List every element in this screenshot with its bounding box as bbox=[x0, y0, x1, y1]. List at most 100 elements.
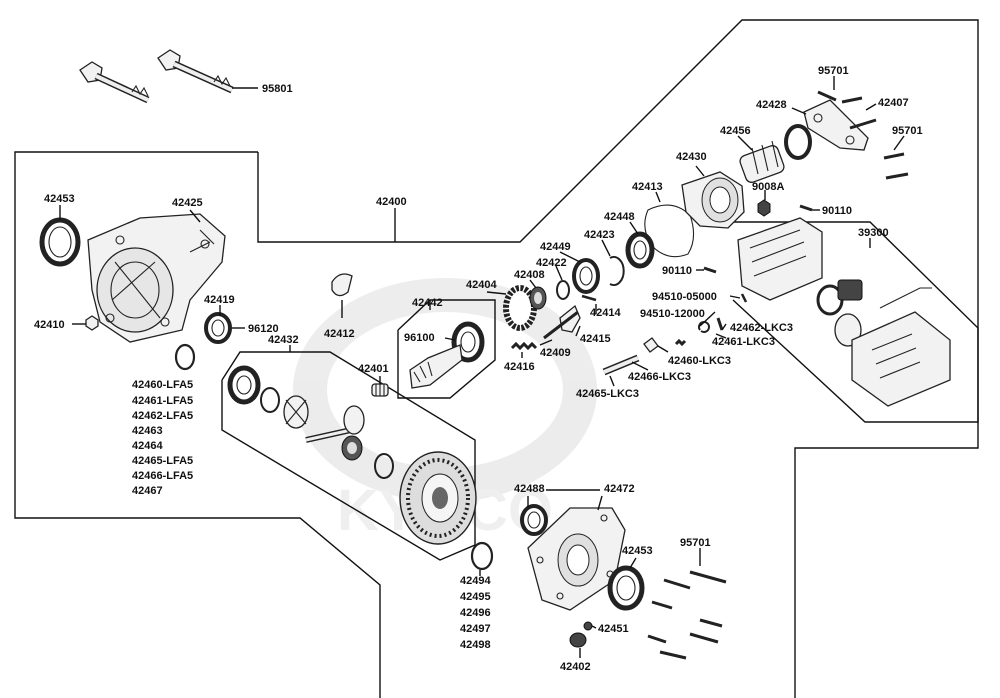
plug-42451 bbox=[583, 621, 593, 631]
label-42448: 42448 bbox=[604, 211, 635, 223]
bolt-90110-mid bbox=[703, 266, 717, 274]
label-96120: 96120 bbox=[248, 323, 279, 335]
list-item: 42467 bbox=[132, 485, 163, 497]
label-42430: 42430 bbox=[676, 151, 707, 163]
bolt-90110-top bbox=[799, 204, 813, 212]
assembly-outline bbox=[14, 151, 381, 698]
label-94510-05000: 94510-05000 bbox=[652, 291, 717, 303]
seal-42448 bbox=[625, 231, 655, 269]
differential-group-42432 bbox=[227, 365, 477, 545]
label-42472: 42472 bbox=[604, 483, 635, 495]
bolt-95801-b bbox=[157, 49, 234, 94]
list-item: 42466-LFA5 bbox=[132, 470, 193, 482]
seal-42419 bbox=[204, 312, 232, 344]
label-95701-top: 95701 bbox=[818, 65, 849, 77]
label-95701-bottom: 95701 bbox=[680, 537, 711, 549]
label-42442: 42442 bbox=[412, 297, 443, 309]
list-item: 42465-LFA5 bbox=[132, 455, 193, 467]
label-95801: 95801 bbox=[262, 83, 293, 95]
housing-42430 bbox=[681, 171, 745, 229]
label-42456: 42456 bbox=[720, 125, 751, 137]
seal-42488 bbox=[520, 504, 548, 536]
label-42449: 42449 bbox=[540, 241, 571, 253]
fork-42415 bbox=[543, 304, 581, 340]
label-42465-lkc3: 42465-LKC3 bbox=[576, 388, 639, 400]
cap-42460 bbox=[643, 337, 659, 353]
bolt-9008A bbox=[757, 199, 771, 217]
gasket-42413 bbox=[644, 204, 695, 258]
label-96100: 96100 bbox=[404, 332, 435, 344]
seal-42453-left bbox=[39, 217, 81, 267]
left-part-number-list: 42460-LFA5 42461-LFA5 42462-LFA5 42463 4… bbox=[132, 379, 193, 497]
label-42494: 42494 bbox=[460, 575, 491, 587]
bearing-42404 bbox=[503, 285, 537, 331]
list-item: 42464 bbox=[132, 440, 163, 452]
label-90110-top: 90110 bbox=[822, 205, 852, 217]
label-42412: 42412 bbox=[324, 328, 355, 340]
label-42402: 42402 bbox=[560, 661, 591, 673]
label-42466-lkc3: 42466-LKC3 bbox=[628, 371, 691, 383]
pin-94510-05000 bbox=[740, 293, 748, 303]
label-42432: 42432 bbox=[268, 334, 299, 346]
list-item: 42460-LFA5 bbox=[132, 379, 193, 391]
label-42410: 42410 bbox=[34, 319, 65, 331]
label-42462-lkc3: 42462-LKC3 bbox=[730, 322, 793, 334]
label-42488: 42488 bbox=[514, 483, 545, 495]
bracket-42428 bbox=[803, 99, 869, 151]
part-labels: 95801 42400 42453 42425 42419 96120 4241… bbox=[34, 65, 923, 673]
label-42453-right: 42453 bbox=[622, 545, 653, 557]
shim-42412 bbox=[331, 273, 353, 297]
label-42497: 42497 bbox=[460, 623, 491, 635]
housing-42425 bbox=[87, 213, 226, 343]
label-95701-right: 95701 bbox=[892, 125, 923, 137]
bearing-42401 bbox=[371, 383, 389, 397]
spring-42461 bbox=[674, 338, 687, 347]
seal-42453-right bbox=[607, 565, 645, 611]
label-42414: 42414 bbox=[590, 307, 621, 319]
label-42409: 42409 bbox=[540, 347, 571, 359]
actuator-gear-42456 bbox=[739, 124, 812, 183]
list-item: 42462-LFA5 bbox=[132, 410, 193, 422]
label-39300: 39300 bbox=[858, 227, 889, 239]
label-42401: 42401 bbox=[358, 363, 389, 375]
label-42413: 42413 bbox=[632, 181, 663, 193]
label-42415: 42415 bbox=[580, 333, 611, 345]
leader-lines bbox=[59, 76, 905, 658]
label-42496: 42496 bbox=[460, 607, 491, 619]
label-90110-mid: 90110 bbox=[662, 265, 692, 277]
ring-42408 bbox=[529, 286, 547, 310]
label-42400: 42400 bbox=[376, 196, 407, 208]
label-42408: 42408 bbox=[514, 269, 545, 281]
label-42453-left: 42453 bbox=[44, 193, 75, 205]
label-42428: 42428 bbox=[756, 99, 787, 111]
label-42422: 42422 bbox=[536, 257, 567, 269]
pinion-group-42442 bbox=[409, 321, 485, 389]
bolts-95701-top bbox=[817, 90, 909, 180]
label-42498: 42498 bbox=[460, 639, 491, 651]
label-42460-lkc3: 42460-LKC3 bbox=[668, 355, 731, 367]
o-ring-bottom bbox=[470, 541, 494, 571]
label-42425: 42425 bbox=[172, 197, 203, 209]
list-item: 42461-LFA5 bbox=[132, 395, 193, 407]
clip-42422 bbox=[556, 280, 570, 300]
pin-42414 bbox=[581, 294, 597, 302]
label-42495: 42495 bbox=[460, 591, 491, 603]
label-42404: 42404 bbox=[466, 279, 497, 291]
label-42419: 42419 bbox=[204, 294, 235, 306]
label-9008A: 9008A bbox=[752, 181, 784, 193]
label-42416: 42416 bbox=[504, 361, 535, 373]
rear-cover-42472 bbox=[527, 507, 626, 611]
bolt-95801-a bbox=[79, 61, 150, 104]
label-42461-lkc3: 42461-LKC3 bbox=[712, 336, 775, 348]
list-item: 42463 bbox=[132, 425, 163, 437]
pin-94510-12000 bbox=[698, 321, 710, 333]
nut-42410 bbox=[85, 315, 99, 331]
o-ring-left bbox=[174, 343, 196, 371]
pin-42462 bbox=[716, 317, 724, 331]
shaft-42465 bbox=[602, 354, 640, 376]
label-94510-12000: 94510-12000 bbox=[640, 308, 705, 320]
label-42423: 42423 bbox=[584, 229, 615, 241]
label-42451: 42451 bbox=[598, 623, 629, 635]
spring-42416 bbox=[510, 341, 538, 351]
